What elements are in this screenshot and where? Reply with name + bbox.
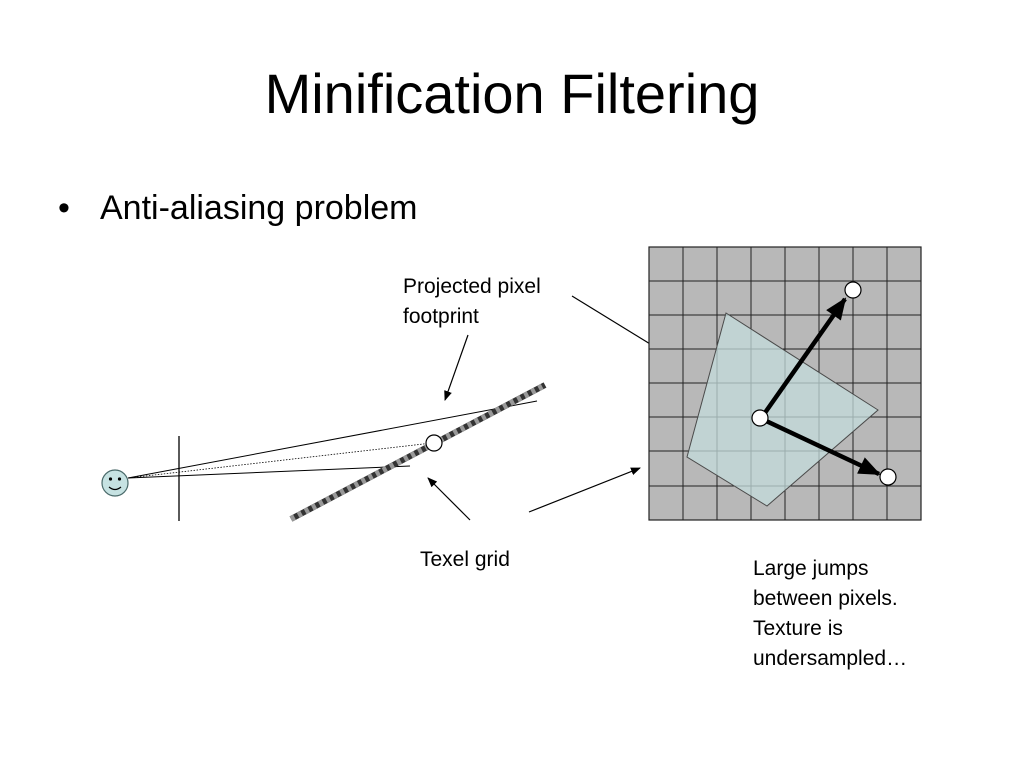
- viewer-smiley-icon: [101, 469, 129, 497]
- frustum-ray-lower: [127, 465, 411, 479]
- bullet-text: Anti-aliasing problem: [100, 189, 418, 227]
- texel-grid-label: Texel grid: [420, 548, 510, 571]
- footprint-label: Projected pixel footprint: [403, 275, 541, 328]
- slide-title: Minification Filtering: [264, 62, 760, 125]
- frustum-ray-upper: [127, 400, 538, 479]
- bullet-dot: •: [58, 189, 70, 227]
- pixel-footprint-quad: [686, 312, 879, 507]
- pixel-sample-right: [879, 468, 897, 486]
- footprint-pointer-arrow: [444, 334, 469, 401]
- bullet-item: • Anti-aliasing problem: [58, 186, 418, 230]
- pixel-sample-top: [844, 281, 862, 299]
- undersampling-note: Large jumps between pixels. Texture is u…: [753, 557, 908, 670]
- jump-arrow-up: [760, 297, 847, 419]
- pixel-sample-center: [751, 409, 769, 427]
- to-grid-pointer-arrow: [528, 467, 641, 513]
- center-ray-dotted: [127, 442, 433, 479]
- texel-grid-surface: [289, 382, 547, 522]
- texel-grid-pointer-arrow: [427, 477, 471, 521]
- sample-point: [425, 434, 443, 452]
- jump-arrow-right: [761, 416, 881, 477]
